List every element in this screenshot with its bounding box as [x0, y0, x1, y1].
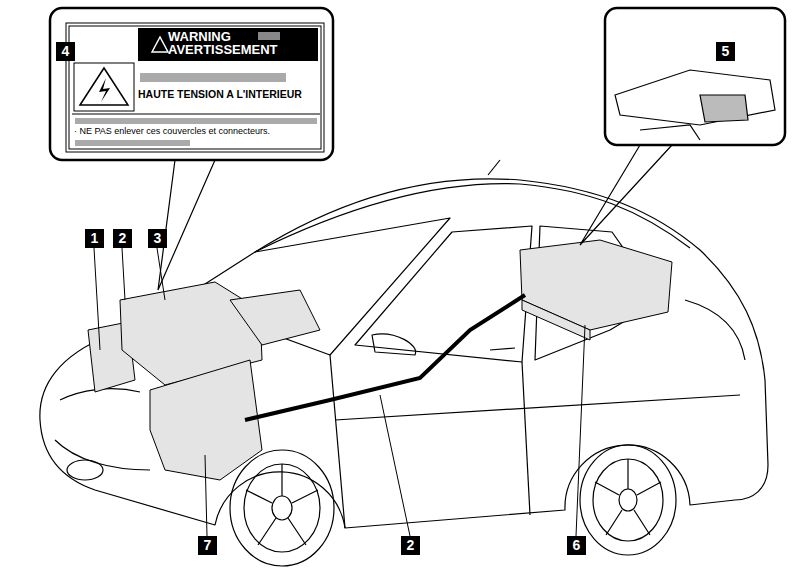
- callout-number: 1: [85, 229, 104, 248]
- callout-number: 7: [198, 536, 217, 555]
- callout-number: 4: [56, 42, 75, 61]
- inset-pointers: [158, 70, 775, 290]
- callout-number: 5: [716, 42, 735, 61]
- warning-label-art: [66, 23, 324, 152]
- callout-number: 2: [401, 536, 420, 555]
- warning-label: WARNING AVERTISSEMENT HAUTE TENSION A L'I…: [68, 25, 322, 150]
- car-body: [40, 160, 768, 528]
- label-heading: WARNING AVERTISSEMENT: [168, 30, 296, 56]
- label-text: · NE PAS enlever ces couvercles et conne…: [74, 126, 320, 137]
- hybrid-components: [88, 240, 672, 480]
- inset-frames: [50, 8, 785, 160]
- wheels: [230, 445, 676, 566]
- callout-number: 6: [567, 536, 586, 555]
- leader-lines: [94, 248, 585, 536]
- power-cable: [245, 295, 525, 420]
- callout-number: 2: [113, 229, 132, 248]
- label-text: HAUTE TENSION A L'INTERIEUR: [138, 88, 322, 101]
- callout-number: 3: [148, 229, 167, 248]
